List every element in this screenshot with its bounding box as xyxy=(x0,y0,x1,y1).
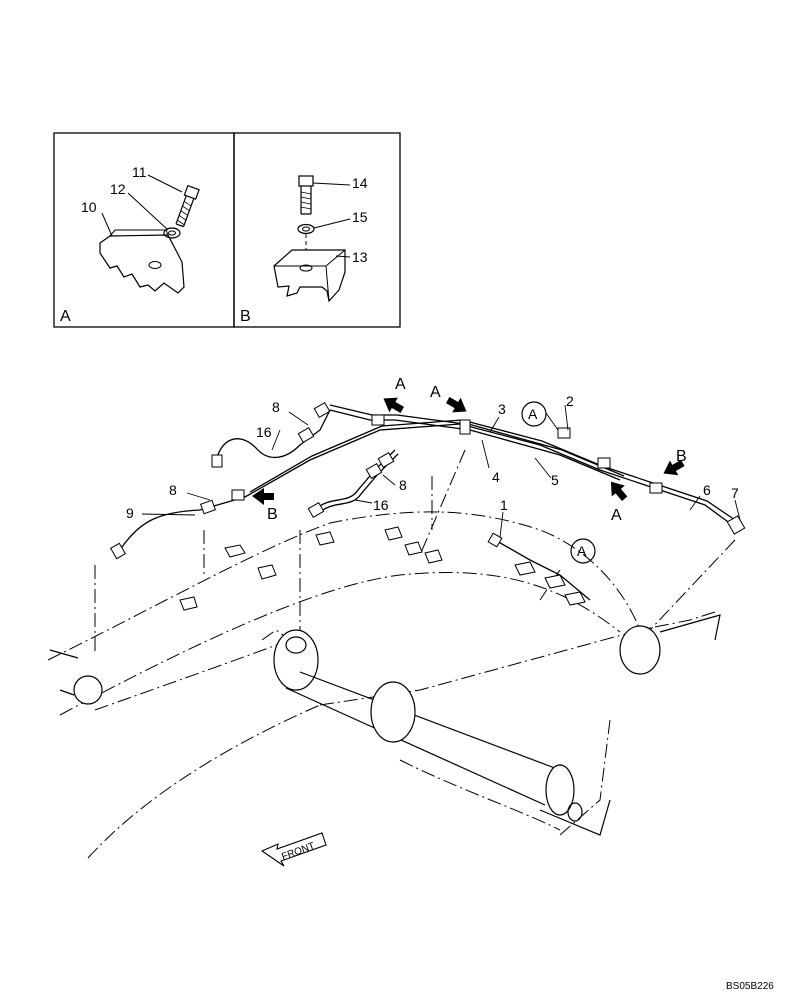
detail-b-panel: B 14 15 13 xyxy=(233,132,401,328)
front-label: FRONT xyxy=(280,841,316,863)
callout-3: 3 xyxy=(498,401,506,417)
view-letter-a-2: A xyxy=(430,384,441,401)
main-callouts: 8 16 8 9 8 16 1 3 4 5 2 6 7 A A A B B A … xyxy=(126,376,739,863)
callout-12: 12 xyxy=(110,181,126,197)
washer-drawing-b xyxy=(297,223,315,235)
fittings xyxy=(109,401,746,560)
callout-1: 1 xyxy=(500,497,508,513)
callout-14: 14 xyxy=(352,175,368,191)
view-letter-a-1: A xyxy=(395,376,406,393)
leader-lines xyxy=(141,404,741,538)
callout-8-left: 8 xyxy=(169,482,177,498)
circle-letter-a-2: A xyxy=(577,543,587,559)
detail-a-panel: A 11 12 10 xyxy=(53,132,235,328)
detail-a-reference-circle xyxy=(521,401,547,427)
callout-7: 7 xyxy=(731,485,739,501)
circle-letter-a-1: A xyxy=(528,406,538,422)
view-letter-b-1: B xyxy=(267,506,278,523)
callout-9: 9 xyxy=(126,505,134,521)
mounting-blocks xyxy=(179,526,586,611)
view-letter-b-2: B xyxy=(676,448,687,465)
view-letter-a-3: A xyxy=(611,507,622,524)
callout-5: 5 xyxy=(551,472,559,488)
callout-4: 4 xyxy=(492,469,500,485)
bolt-drawing-b xyxy=(298,175,314,215)
clamp-plate-drawing xyxy=(99,234,185,294)
hydraulic-lines xyxy=(119,404,739,601)
callout-6: 6 xyxy=(703,482,711,498)
callout-10: 10 xyxy=(81,199,97,215)
callout-11: 11 xyxy=(132,164,147,180)
view-arrows xyxy=(252,397,685,505)
callout-15: 15 xyxy=(352,209,368,225)
detail-a-letter: A xyxy=(60,308,71,325)
clamp-block-drawing xyxy=(273,249,346,303)
main-assembly xyxy=(47,397,746,867)
callout-16-center: 16 xyxy=(373,497,389,513)
callout-16-left: 16 xyxy=(256,424,272,440)
callout-8-upper: 8 xyxy=(272,399,280,415)
bolt-drawing xyxy=(175,184,200,228)
callout-8-center: 8 xyxy=(399,477,407,493)
callout-13: 13 xyxy=(352,249,368,265)
drawing-code: BS05B226 xyxy=(726,981,774,992)
boom-cylinder xyxy=(49,614,721,836)
detail-a-reference-circle-lower xyxy=(570,538,596,564)
detail-b-letter: B xyxy=(240,308,251,325)
boom-outline xyxy=(47,449,736,859)
front-arrow xyxy=(260,832,327,867)
callout-2: 2 xyxy=(566,393,574,409)
washer-drawing xyxy=(163,227,181,239)
